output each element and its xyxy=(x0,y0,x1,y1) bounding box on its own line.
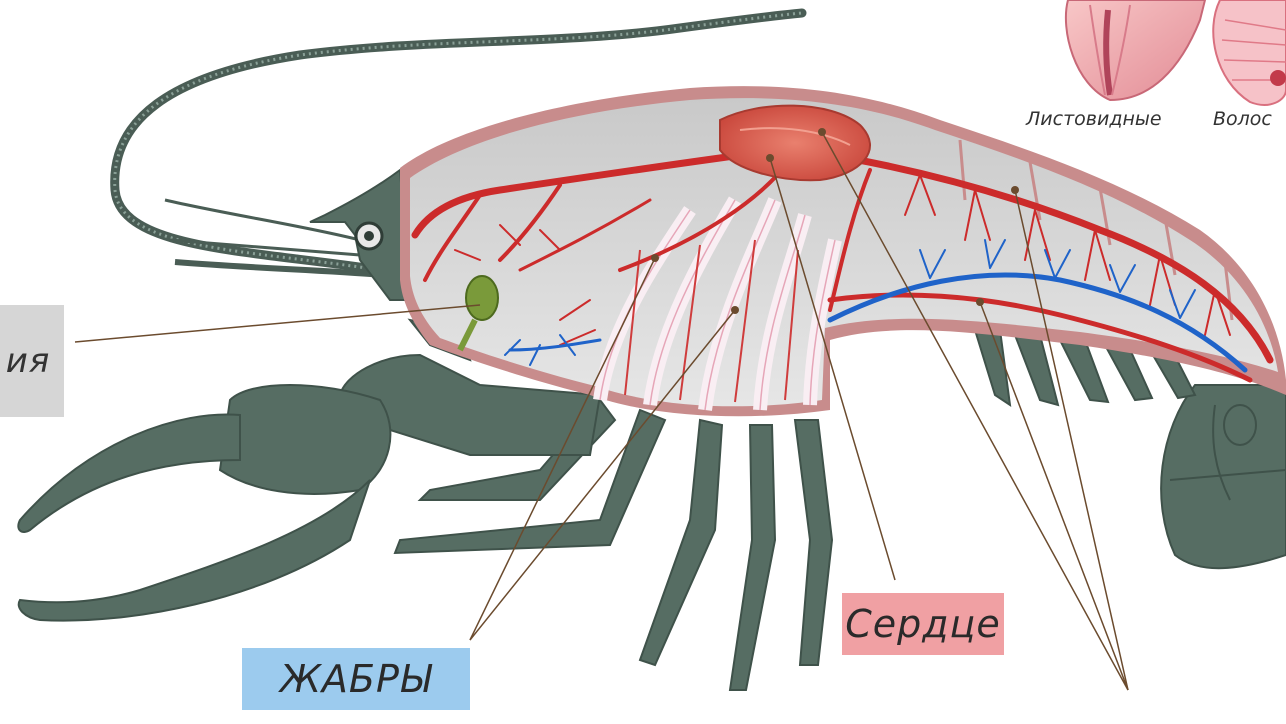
label-box-left-fragment: ия xyxy=(0,305,64,417)
leaf-gill-illustration xyxy=(1066,0,1205,100)
leg-3 xyxy=(640,420,722,665)
label-heart: Сердце xyxy=(845,602,1001,646)
leg-5 xyxy=(795,420,832,665)
label-box-gills: ЖАБРЫ xyxy=(242,648,470,710)
claw-segment xyxy=(220,385,390,494)
label-box-heart: Сердце xyxy=(842,593,1004,655)
label-left-fragment: ия xyxy=(6,341,51,381)
label-hair-gills: Волос xyxy=(1213,108,1272,130)
tail-fan xyxy=(1161,385,1286,568)
label-leaf-gills: Листовидные xyxy=(1026,108,1162,130)
label-gills: ЖАБРЫ xyxy=(280,657,432,701)
claw-upper-finger xyxy=(18,414,240,531)
leg-4 xyxy=(730,425,775,690)
hair-gill-illustration xyxy=(1213,0,1286,105)
